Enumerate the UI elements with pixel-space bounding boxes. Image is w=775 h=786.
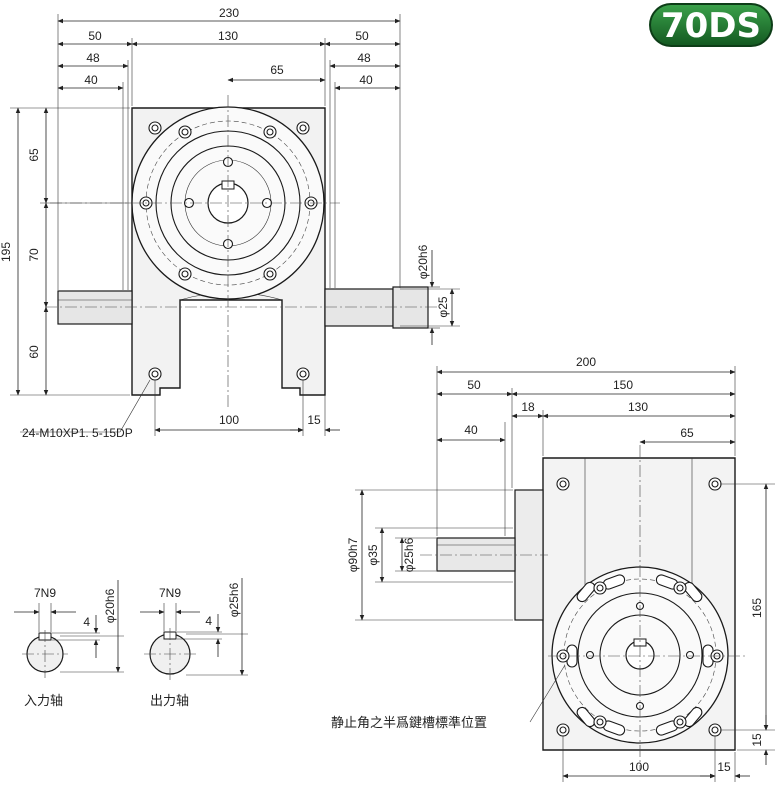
dim-50-right: 50 [355, 29, 369, 43]
dim-40-side: 40 [464, 423, 478, 437]
model-badge: 70DS [649, 3, 773, 47]
dim-230: 230 [219, 6, 239, 20]
dim-40-right: 40 [359, 73, 373, 87]
input-shaft-detail: 7N9 4 φ20h6 入力轴 [14, 580, 124, 709]
input-key-depth: 4 [83, 615, 90, 629]
dim-50-side: 50 [467, 378, 481, 392]
dim-phi25h6-side: φ25h6 [402, 537, 416, 572]
dim-165: 165 [750, 598, 764, 618]
dim-15-side: 15 [717, 760, 731, 774]
dim-200: 200 [576, 355, 596, 369]
output-key-depth: 4 [205, 614, 212, 628]
dim-70-v: 70 [27, 248, 41, 262]
dim-60-v: 60 [27, 345, 41, 359]
input-shaft-label: 入力轴 [24, 694, 63, 709]
bolt-holes [139, 121, 318, 381]
dim-65: 65 [270, 63, 284, 77]
dim-130: 130 [218, 29, 238, 43]
dim-40-left: 40 [84, 73, 98, 87]
input-key-width: 7N9 [34, 586, 56, 600]
dim-15-front: 15 [307, 413, 321, 427]
dim-phi90h7: φ90h7 [346, 537, 360, 572]
dim-130-side: 130 [628, 400, 648, 414]
tap-note: 24-M10XP1. 5-15DP [22, 426, 133, 440]
dim-65-v: 65 [27, 148, 41, 162]
output-shaft-dia: φ25h6 [227, 582, 241, 617]
dim-phi35: φ35 [366, 544, 380, 565]
input-shaft-dia: φ20h6 [103, 588, 117, 623]
stop-angle-note: 静止角之半爲鍵槽標準位置 [331, 715, 487, 731]
side-bolt-holes [556, 477, 724, 737]
dim-50-left: 50 [88, 29, 102, 43]
dim-65-side: 65 [680, 426, 694, 440]
output-shaft-label: 出力轴 [150, 694, 189, 709]
dim-100-front: 100 [219, 413, 239, 427]
dim-phi25-front: φ25 [436, 296, 450, 317]
dim-150: 150 [613, 378, 633, 392]
dim-phi20h6-front: φ20h6 [416, 244, 430, 279]
front-view: 230 50 130 50 48 48 40 40 65 195 65 70 6… [0, 6, 460, 440]
dim-48-right: 48 [357, 51, 371, 65]
dim-48-left: 48 [86, 51, 100, 65]
output-key-width: 7N9 [159, 586, 181, 600]
dim-100-side: 100 [629, 760, 649, 774]
dim-15-side-v: 15 [750, 733, 764, 747]
side-view: 200 50 150 18 130 40 65 φ90h7 φ35 φ25h6 … [331, 355, 775, 782]
dim-195: 195 [0, 242, 13, 262]
badge-label: 70DS [661, 6, 761, 46]
output-shaft-detail: 7N9 4 φ25h6 出力轴 [140, 578, 248, 709]
dim-18: 18 [521, 400, 535, 414]
